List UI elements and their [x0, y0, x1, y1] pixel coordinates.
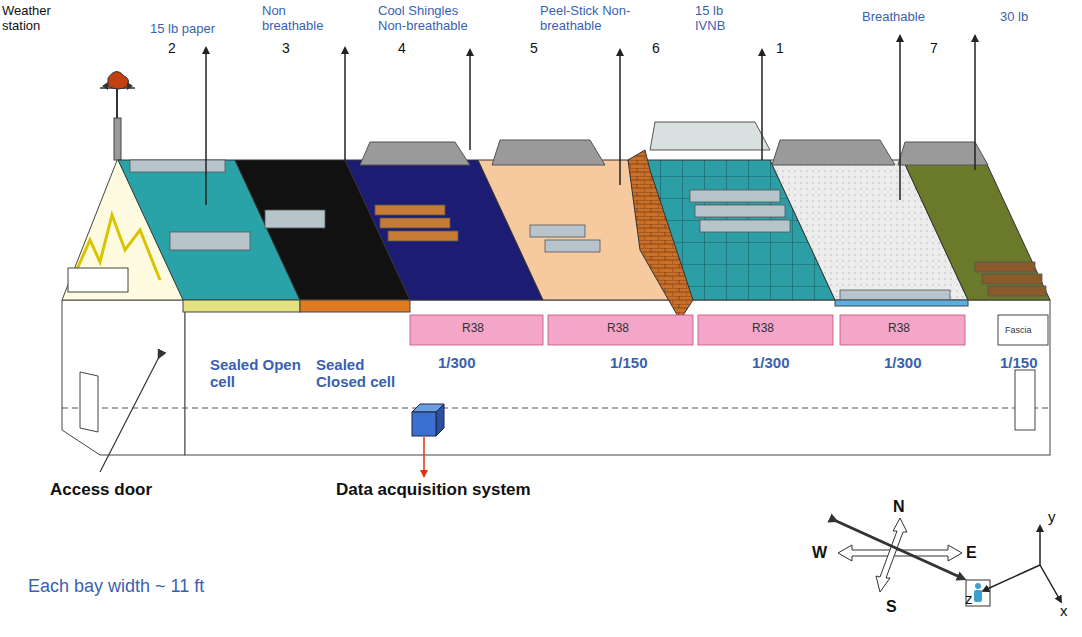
vent-ratio: 1/150 — [610, 354, 648, 371]
membrane-label: Non breathable — [262, 4, 324, 34]
axis-label: x — [1060, 602, 1068, 619]
bay-number: 3 — [282, 40, 290, 56]
vent-ratio: 1/300 — [752, 354, 790, 371]
bay-number: 4 — [398, 40, 406, 56]
bay-number: 5 — [530, 40, 538, 56]
compass-letter: N — [893, 498, 905, 516]
note: Each bay width ~ 11 ft — [28, 576, 204, 597]
door-label: Access door — [50, 480, 152, 500]
membrane-label: Cool Shingles Non-breathable — [378, 4, 478, 34]
compass-letter: E — [966, 544, 977, 562]
membrane-label: Peel-Stick Non-breathable — [540, 4, 670, 34]
vent-ratio: 1/300 — [438, 354, 476, 371]
compass-letter: W — [812, 544, 827, 562]
bay-number: 6 — [652, 40, 660, 56]
fascia-label: Fascia — [1005, 325, 1032, 335]
bay-number: 1 — [776, 40, 784, 56]
daq-label: Data acquisition system — [336, 480, 531, 500]
bay-number: 2 — [168, 40, 176, 56]
membrane-label: Breathable — [862, 10, 925, 25]
compass-letter: S — [886, 598, 897, 616]
station-label: Weather station — [2, 4, 64, 34]
insulation-label: R38 — [888, 322, 910, 336]
membrane-label: 15 lb IVNB — [695, 4, 741, 34]
insulation-type: Sealed Open cell — [210, 356, 310, 391]
axis-label: z — [965, 590, 973, 607]
bay-number: 7 — [930, 40, 938, 56]
insulation-label: R38 — [462, 322, 484, 336]
membrane-label: 15 lb paper — [150, 22, 215, 37]
insulation-label: R38 — [607, 322, 629, 336]
insulation-type: Sealed Closed cell — [316, 356, 416, 391]
membrane-label: 30 lb — [1000, 10, 1028, 25]
axis-label: y — [1048, 508, 1056, 525]
vent-ratio: 1/150 — [1000, 354, 1038, 371]
vent-ratio: 1/300 — [884, 354, 922, 371]
insulation-label: R38 — [752, 322, 774, 336]
